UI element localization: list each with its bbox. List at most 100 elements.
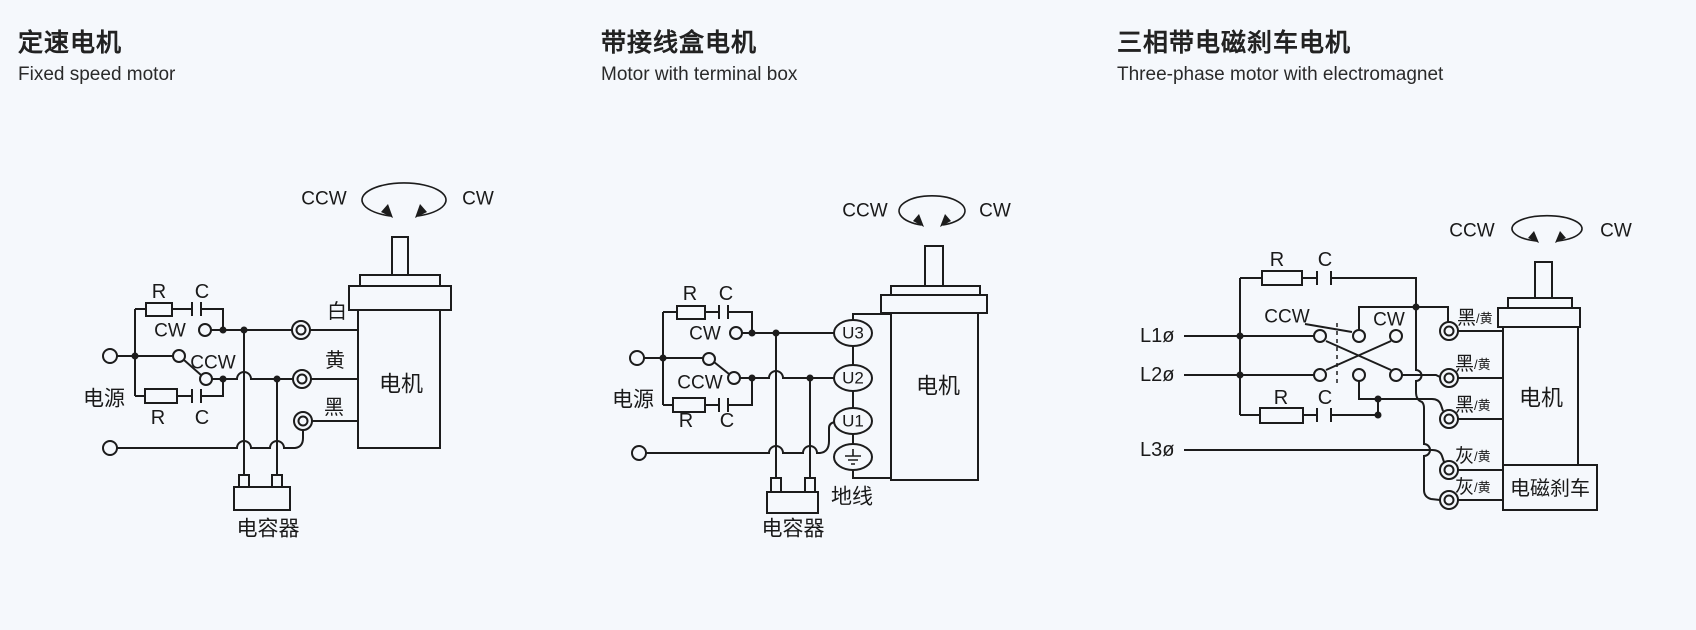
terminal-u3 [833, 319, 873, 347]
capacitor-symbol [718, 305, 729, 412]
brake-label: 电磁刹车 [1510, 477, 1590, 500]
motor-shaft [924, 245, 944, 287]
connector-inner [1443, 325, 1455, 337]
cw-arrowhead-icon [940, 214, 951, 227]
title-zh: 带接线盒电机 [601, 29, 758, 57]
terminal-ground [833, 443, 873, 471]
motor-gearhead [348, 285, 452, 311]
ccw-arrowhead-icon [913, 214, 924, 227]
title-en: Fixed speed motor [18, 64, 176, 85]
motor-shaft [391, 236, 409, 276]
resistor [1261, 270, 1303, 286]
diagram-three-phase-brake: CCW CW 电机 电磁刹车 R C R C [1140, 214, 1632, 511]
switch-cw-contact [729, 326, 743, 340]
junction-dot [772, 329, 780, 337]
junction-dot [1236, 332, 1244, 340]
motor-flange [1507, 297, 1573, 309]
motor: 电机 [880, 245, 988, 481]
rotation-arc [1511, 214, 1583, 242]
lead-connector-yellow: 黄 [292, 349, 345, 389]
capacitor-symbol-label: C [195, 407, 209, 429]
resistor-label: R [683, 283, 697, 305]
cw-arrowhead-icon [415, 204, 427, 218]
motor: 电机 [348, 236, 452, 449]
switch-contact [1389, 368, 1403, 382]
motor-body [1502, 326, 1579, 466]
capacitor-label: 电容器 [762, 518, 825, 541]
capacitor-label: 电容器 [237, 518, 300, 541]
rotation-arrows: CCW CW [842, 195, 1011, 227]
rotation-cw-label: CW [1600, 221, 1632, 242]
connector-inner [1443, 494, 1455, 506]
capacitor-symbol-label: C [719, 283, 733, 305]
ground-icon [845, 449, 861, 465]
wire-color-label-yellow: 黄 [325, 349, 345, 372]
ccw-arrowhead-icon [1528, 231, 1539, 243]
wire-color-sub: /黄 [1474, 480, 1491, 495]
switch-cw-label: CW [154, 321, 186, 342]
ground-wire-label: 地线 [831, 486, 873, 509]
wire-color-main: 黑 [1457, 308, 1476, 329]
power-terminal [102, 440, 118, 456]
junction-dot [1374, 395, 1382, 403]
brake-box [1502, 464, 1598, 511]
wire-color-label-black-yellow: 黑/黄 [1457, 308, 1493, 329]
title-zh: 三相带电磁刹车电机 [1117, 29, 1352, 57]
switch-contact [1352, 368, 1366, 382]
resistor-label: R [151, 407, 165, 429]
capacitor-terminal [271, 474, 283, 488]
resistor [676, 305, 706, 320]
wire-color-sub: /黄 [1476, 311, 1493, 326]
wire-color-sub: /黄 [1474, 357, 1491, 372]
wire-color-label-black: 黑 [324, 397, 344, 419]
resistor-label: R [679, 410, 693, 432]
diagram-fixed-speed: CCW CW 电机 R C R C C [83, 182, 494, 541]
junction-dot [131, 352, 139, 360]
switch-contact [1389, 329, 1403, 343]
junction-dot [1374, 411, 1382, 419]
wire-color-label-white: 白 [327, 300, 347, 323]
switch-ccw-label: CCW [1264, 307, 1309, 328]
terminal-u1 [833, 407, 873, 435]
lead-connector-gray-yellow: 灰/黄 [1439, 445, 1491, 480]
direction-switch: CW CCW [677, 324, 743, 394]
lead-connector-gray-yellow: 灰/黄 [1439, 476, 1491, 510]
capacitor-box [233, 486, 291, 511]
phase-l2-label: L2ø [1140, 364, 1174, 386]
junction-dot [659, 354, 667, 362]
motor-label: 电机 [379, 372, 423, 397]
rotation-arrows: CCW CW [1449, 214, 1632, 243]
capacitor-symbol [191, 302, 202, 403]
resistor [145, 302, 173, 317]
rotation-cw-label: CW [979, 201, 1011, 222]
capacitor-symbol-label: C [195, 281, 209, 303]
wire-color-main: 黑 [1455, 395, 1474, 416]
wires [644, 311, 891, 479]
resistor-label: R [1270, 249, 1284, 271]
junction-dot [748, 374, 756, 382]
terminal-u2 [833, 364, 873, 392]
wire-color-sub: /黄 [1474, 398, 1491, 413]
reversing-switch: CCW CW [1264, 307, 1405, 382]
phase-l1-label: L1ø [1140, 325, 1174, 347]
power-terminal [631, 445, 647, 461]
panel-title-three-phase: 三相带电磁刹车电机 Three-phase motor with electro… [1117, 28, 1443, 86]
junction-dot [1412, 303, 1420, 311]
rotation-arrows: CCW CW [301, 182, 494, 218]
switch-common-contact [702, 352, 716, 366]
capacitor-box [766, 491, 819, 514]
capacitor-symbol-label: C [1318, 387, 1332, 409]
wire-color-main: 灰 [1455, 476, 1474, 498]
motor-gearhead [1497, 307, 1581, 328]
switch-contact [1352, 329, 1366, 343]
junction-dot [1236, 371, 1244, 379]
switch-contact [1313, 368, 1327, 382]
capacitor-terminal [770, 477, 782, 493]
connector-inner [1443, 372, 1455, 384]
junction-dot [219, 375, 227, 383]
lead-connector-black-yellow: 黑/黄 [1439, 354, 1491, 388]
wires [1184, 277, 1503, 501]
power-label: 电源 [612, 389, 654, 412]
wire-color-main: 黑 [1455, 354, 1474, 375]
lead-connector-black-yellow: 黑/黄 [1439, 395, 1491, 429]
